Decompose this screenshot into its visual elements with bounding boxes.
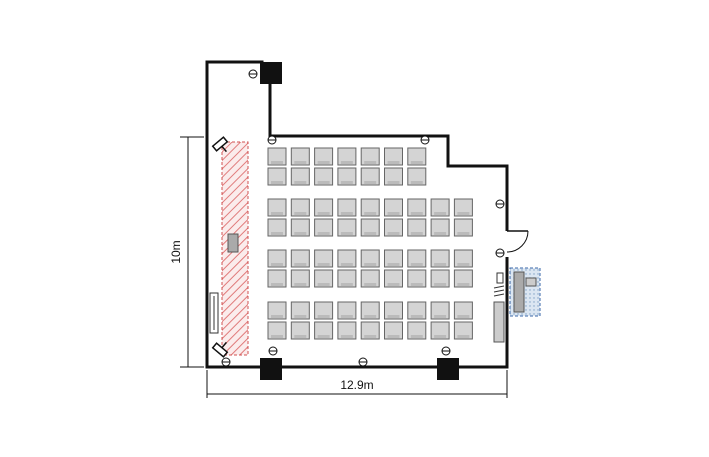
booth-console — [513, 271, 525, 313]
width-dimension — [206, 370, 508, 398]
desk — [360, 198, 380, 237]
desk — [407, 249, 427, 288]
pillar-icon — [260, 358, 282, 380]
ceiling-light-icon — [267, 135, 277, 145]
desk — [453, 301, 473, 340]
speaker-icon — [211, 136, 229, 153]
desk — [337, 301, 357, 340]
booth-chair — [525, 277, 537, 287]
pillar-icon — [437, 358, 459, 380]
ceiling-light-icon — [268, 346, 278, 356]
width-label: 12.9m — [340, 378, 373, 392]
pillar-icon — [260, 62, 282, 84]
desk — [290, 301, 310, 340]
desk — [290, 198, 310, 237]
desk — [384, 198, 403, 237]
desk — [267, 301, 287, 340]
desk — [267, 198, 287, 237]
desk — [314, 198, 334, 237]
desk — [430, 301, 450, 340]
equipment-cabinet — [493, 301, 505, 343]
desk — [267, 249, 287, 288]
desk — [384, 301, 403, 340]
desk — [360, 147, 380, 186]
desk — [337, 198, 357, 237]
ceiling-light-icon — [358, 357, 368, 367]
door-icon[interactable] — [505, 230, 529, 257]
desk — [290, 147, 310, 186]
desk — [360, 249, 380, 288]
seating-area — [267, 147, 473, 340]
speaker-icon — [211, 341, 229, 358]
desk — [407, 147, 427, 186]
desk — [337, 147, 357, 186]
lectern — [227, 233, 239, 253]
height-dimension — [180, 136, 204, 368]
wall-panel — [496, 272, 504, 284]
desk — [290, 249, 310, 288]
desk — [314, 301, 334, 340]
ceiling-light-icon — [495, 248, 505, 258]
desk — [407, 301, 427, 340]
ceiling-light-icon — [420, 135, 430, 145]
desk — [407, 198, 427, 237]
desk — [430, 249, 450, 288]
height-label: 10m — [169, 240, 183, 263]
desk — [384, 249, 403, 288]
desk — [453, 249, 473, 288]
ceiling-light-icon — [441, 346, 451, 356]
desk — [360, 301, 380, 340]
stair-icon — [493, 285, 505, 297]
desk — [314, 249, 334, 288]
ceiling-light-icon — [495, 199, 505, 209]
desk — [267, 147, 287, 186]
desk — [314, 147, 334, 186]
desk — [453, 198, 473, 237]
ceiling-light-icon — [221, 357, 231, 367]
desk — [337, 249, 357, 288]
ceiling-light-icon — [248, 69, 258, 79]
desk — [430, 198, 450, 237]
desk — [384, 147, 403, 186]
